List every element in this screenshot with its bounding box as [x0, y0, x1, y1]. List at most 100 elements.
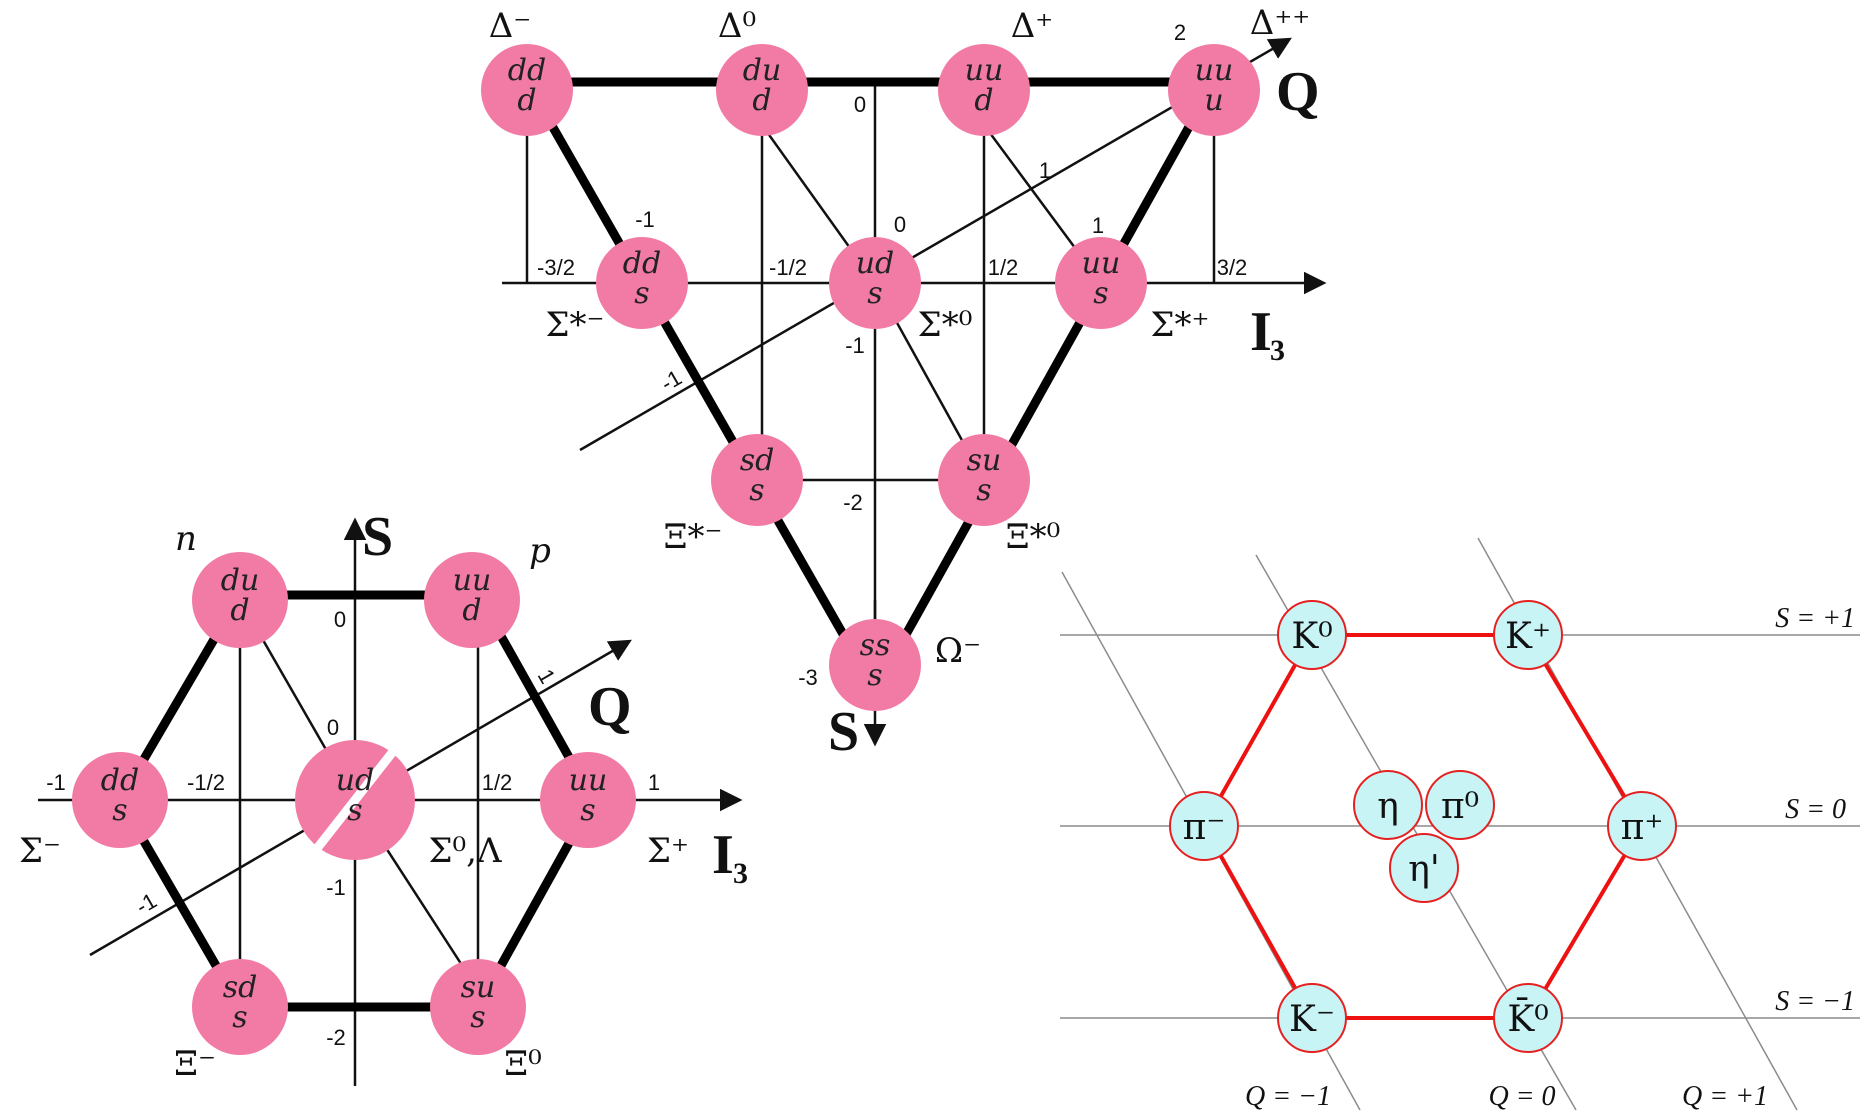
baryon-disc [938, 434, 1030, 526]
quark-top: ud [856, 246, 895, 281]
baryon-disc [938, 44, 1030, 136]
decuplet-particle-delta-minus: dd d Δ⁻ [481, 6, 573, 136]
particle-label: Σ*⁺ [1151, 305, 1210, 345]
decuplet-particle-sigma-star-minus: dd s Σ*⁻ [546, 237, 688, 345]
baryon-decuplet: dd d Δ⁻ du d Δ⁰ uu d Δ⁺ uu u Δ⁺⁺ dd s Σ*… [481, 3, 1327, 763]
particle-label: Σ*⁻ [546, 305, 605, 345]
quark-top: uu [1082, 246, 1121, 281]
meson-label: K̄⁰ [1507, 997, 1548, 1040]
s-tick: 0 [334, 607, 346, 632]
decuplet-particle-delta-zero: du d Δ⁰ [716, 6, 808, 136]
i3-axis-label: I [712, 824, 734, 886]
i3-tick: 1 [648, 770, 660, 795]
s-tick: 0 [854, 92, 866, 117]
decuplet-particle-delta-plusplus: uu u Δ⁺⁺ [1168, 3, 1310, 136]
meson-k-minus: K⁻ [1277, 983, 1347, 1053]
decuplet-particle-xi-star-minus: sd s Ξ*⁻ [664, 434, 803, 557]
baryon-disc [430, 959, 526, 1055]
quark-bottom: s [112, 793, 127, 828]
quark-bottom: d [230, 593, 249, 628]
octet-particle-sigma-minus: dd s Σ⁻ [19, 752, 168, 871]
particle-label: Δ⁺ [1011, 6, 1054, 46]
charge-label: Q = 0 [1488, 1081, 1555, 1112]
meson-pi-zero: π⁰ [1425, 770, 1495, 840]
meson-disc [1389, 833, 1459, 903]
meson-label: K⁰ [1291, 616, 1332, 657]
s-tick: -2 [326, 1025, 346, 1050]
s-tick: -1 [845, 333, 865, 358]
particle-label: p [529, 531, 551, 571]
quark-top: dd [101, 763, 139, 798]
octet-particle-xi-minus: sd s Ξ⁻ [174, 959, 288, 1084]
particle-label: Ω⁻ [935, 631, 981, 671]
quark-bottom: s [976, 473, 991, 508]
baryon-disc [481, 44, 573, 136]
quark-top: su [461, 970, 496, 1005]
baryon-disc [711, 434, 803, 526]
i3-tick: -3/2 [537, 255, 575, 280]
baryon-disc [192, 552, 288, 648]
meson-label: π⁺ [1621, 807, 1664, 848]
meson-k0-bar: K̄⁰ [1493, 983, 1563, 1053]
meson-eta: η [1353, 770, 1423, 840]
i3-tick: -1/2 [769, 255, 807, 280]
i3-tick: -1 [46, 770, 66, 795]
meson-disc [1169, 791, 1239, 861]
quark-top: du [743, 53, 782, 88]
baryon-disc [192, 959, 288, 1055]
quark-bottom: d [974, 83, 993, 118]
i3-tick: 3/2 [1217, 255, 1248, 280]
meson-label: π⁰ [1441, 786, 1479, 827]
octet-particle-neutron: du d n [175, 519, 288, 648]
baryon-disc [829, 237, 921, 329]
i3-tick: -1/2 [187, 770, 225, 795]
edge-tick: -1 [635, 207, 655, 232]
decuplet-particle-omega-minus: ss s Ω⁻ [829, 619, 981, 711]
q-tick: 0 [894, 212, 906, 237]
meson-label: π⁻ [1183, 807, 1226, 848]
octet-particle-sigma-plus: uu s Σ⁺ [540, 752, 689, 871]
i3-axis-subscript: 3 [733, 857, 748, 890]
meson-octet: K⁰ K⁺ π⁻ η π⁰ η' π⁺ K⁻ [1060, 537, 1860, 1112]
edge-tick: 1 [1039, 158, 1051, 183]
q-tick: 1 [1092, 213, 1104, 238]
s-tick: -1 [326, 875, 346, 900]
particle-label: Σ⁺ [647, 831, 689, 871]
quark-bottom: s [634, 276, 649, 311]
meson-disc [1607, 791, 1677, 861]
baryon-disc [1055, 237, 1147, 329]
octet-particle-proton: uu d p [424, 531, 551, 648]
particle-label: Ξ⁰ [504, 1044, 542, 1084]
decuplet-particle-sigma-star-plus: uu s Σ*⁺ [1055, 237, 1210, 345]
particle-label: Δ⁰ [718, 6, 756, 46]
baryon-disc [72, 752, 168, 848]
meson-pi-minus: π⁻ [1169, 791, 1239, 861]
quark-top: uu [569, 763, 608, 798]
particle-label: Σ*⁰ [918, 305, 973, 345]
particle-label: Ξ*⁻ [664, 517, 723, 557]
quark-top: dd [508, 53, 546, 88]
strangeness-label: S = +1 [1775, 603, 1855, 634]
meson-pi-plus: π⁺ [1607, 791, 1677, 861]
charge-label: Q = +1 [1682, 1081, 1768, 1112]
strangeness-label: S = −1 [1775, 986, 1855, 1017]
q-tick: 0 [327, 715, 339, 740]
meson-label: K⁺ [1505, 616, 1551, 657]
quark-top: ss [860, 628, 891, 663]
octet-particle-xi-zero: su s Ξ⁰ [430, 959, 542, 1084]
quark-bottom: s [470, 1000, 485, 1035]
i3-tick: 1/2 [482, 770, 513, 795]
quark-bottom: d [517, 83, 536, 118]
quark-bottom: d [462, 593, 481, 628]
quark-bottom: s [232, 1000, 247, 1035]
baryon-disc [540, 752, 636, 848]
meson-label: K⁻ [1289, 999, 1335, 1040]
q-axis-label: Q [588, 676, 632, 738]
decuplet-particle-delta-plus: uu d Δ⁺ [938, 6, 1053, 136]
s-tick: -3 [798, 665, 818, 690]
octet-particle-sigma-zero-lambda: ud s Σ⁰,Λ [295, 737, 502, 871]
quark-top: ud [336, 763, 375, 798]
meson-disc [1353, 770, 1423, 840]
quark-bottom: s [749, 473, 764, 508]
